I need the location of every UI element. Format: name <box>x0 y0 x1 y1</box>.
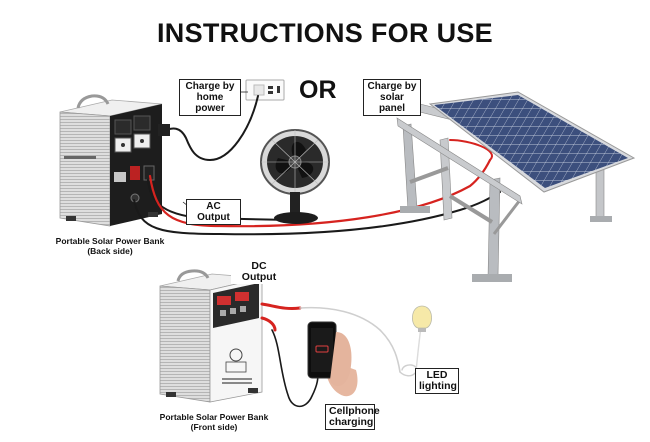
cellphone-line-2: charging <box>329 417 371 428</box>
power-bank-front <box>160 271 262 402</box>
back-side-caption: Portable Solar Power Bank (Back side) <box>46 236 174 256</box>
cellphone-charging-label: Cellphone charging <box>325 404 375 430</box>
charge-by-home-power-label: Charge by home power <box>179 79 241 116</box>
front-caption-line-1: Portable Solar Power Bank <box>150 412 278 422</box>
led-line-2: lighting <box>419 381 455 392</box>
charge-solar-line-2: solar panel <box>367 92 417 114</box>
led-bulb <box>412 306 431 332</box>
front-side-caption: Portable Solar Power Bank (Front side) <box>150 412 278 432</box>
ac-output-label: AC Output <box>186 199 241 225</box>
solar-panel-stand <box>397 92 634 282</box>
wall-outlet <box>246 80 284 100</box>
charge-home-line-2: home power <box>183 92 237 114</box>
charge-home-line-1: Charge by <box>183 81 237 92</box>
desk-fan <box>261 130 329 224</box>
or-label: OR <box>299 76 337 105</box>
power-bank-back <box>60 96 162 226</box>
led-lighting-label: LED lighting <box>415 368 459 394</box>
dc-output-label: DC Output <box>231 260 287 284</box>
front-caption-line-2: (Front side) <box>150 422 278 432</box>
back-caption-line-2: (Back side) <box>46 246 174 256</box>
cellphone-hand <box>308 322 358 396</box>
back-caption-line-1: Portable Solar Power Bank <box>46 236 174 246</box>
charge-by-solar-panel-label: Charge by solar panel <box>363 79 421 116</box>
charge-solar-line-1: Charge by <box>367 81 417 92</box>
